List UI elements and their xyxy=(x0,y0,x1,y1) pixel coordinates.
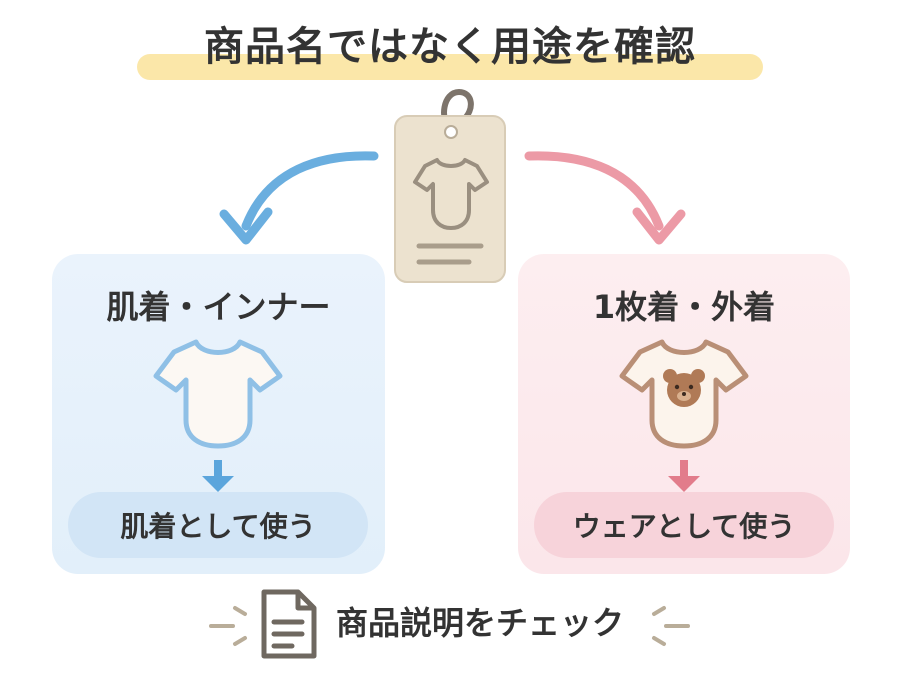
left-arrow-icon xyxy=(219,151,379,245)
bear-bodysuit-icon xyxy=(619,339,749,449)
page-title: 商品名ではなく用途を確認 xyxy=(204,24,696,70)
down-arrow-icon xyxy=(668,460,700,492)
innerwear-panel: 肌着・インナー 肌着として使う xyxy=(52,254,385,574)
outerwear-panel: 1枚着・外着 ウェアとして使う xyxy=(518,254,850,574)
outerwear-result: ウェアとして使う xyxy=(534,492,834,558)
document-icon xyxy=(261,589,317,659)
left-sparkle-icon xyxy=(209,606,247,646)
outerwear-heading: 1枚着・外着 xyxy=(592,288,776,326)
title-highlight xyxy=(137,54,763,80)
bear-face-icon xyxy=(663,369,705,407)
footer-label: 商品説明をチェック xyxy=(336,604,625,642)
bodysuit-icon xyxy=(153,339,283,449)
tag-icon xyxy=(394,88,506,283)
right-sparkle-icon xyxy=(652,606,690,646)
down-arrow-icon xyxy=(202,460,234,492)
innerwear-result: 肌着として使う xyxy=(68,492,368,558)
innerwear-heading: 肌着・インナー xyxy=(106,288,331,326)
right-arrow-icon xyxy=(524,151,686,245)
